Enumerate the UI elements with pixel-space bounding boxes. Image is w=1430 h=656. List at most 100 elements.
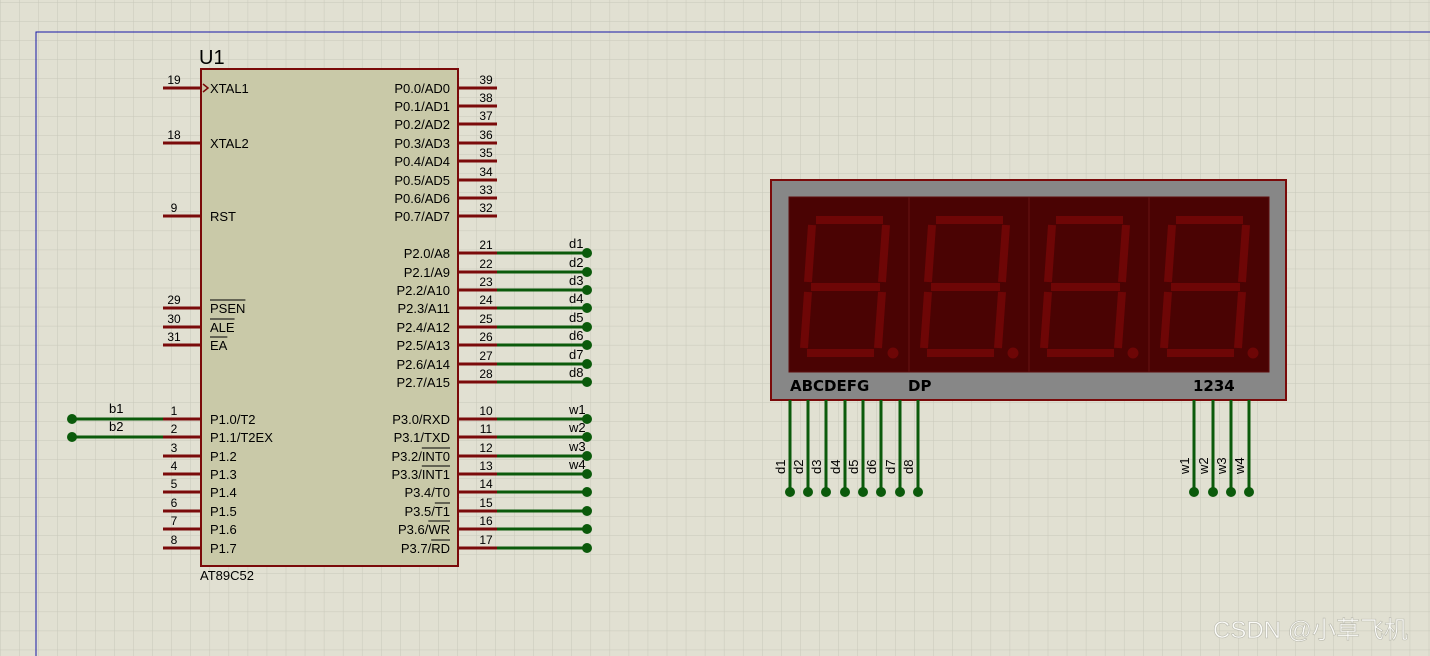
segment-pin-6[interactable]: d6 — [864, 400, 886, 497]
wire-terminal[interactable] — [876, 487, 886, 497]
wire-terminal[interactable] — [913, 487, 923, 497]
wire-terminal[interactable] — [582, 322, 592, 332]
wire-terminal[interactable] — [1189, 487, 1199, 497]
wire-terminal[interactable] — [1244, 487, 1254, 497]
wire-terminal[interactable] — [803, 487, 813, 497]
wire-terminal[interactable] — [582, 267, 592, 277]
segment-pin-1[interactable]: d1 — [773, 400, 795, 497]
net-label: d2 — [791, 460, 806, 474]
wire-terminal[interactable] — [582, 340, 592, 350]
wire-terminal[interactable] — [582, 524, 592, 534]
digit-pin-4[interactable]: w4 — [1232, 400, 1254, 497]
pin-4[interactable]: 4P1.3 — [163, 459, 237, 482]
pin-3[interactable]: 3P1.2 — [163, 441, 237, 464]
net-label: w1 — [568, 402, 586, 417]
wire-terminal[interactable] — [821, 487, 831, 497]
digit-pin-1[interactable]: w1 — [1177, 400, 1199, 497]
wire-terminal[interactable] — [582, 377, 592, 387]
wire-terminal[interactable] — [785, 487, 795, 497]
net-label: w1 — [1177, 457, 1192, 475]
wire-terminal[interactable] — [582, 303, 592, 313]
wire-terminal[interactable] — [895, 487, 905, 497]
wire-terminal[interactable] — [582, 543, 592, 553]
pin-8[interactable]: 8P1.7 — [163, 533, 237, 556]
pin-name: P3.2/INT0 — [391, 449, 450, 464]
wire-terminal[interactable] — [582, 359, 592, 369]
wire-terminal[interactable] — [582, 469, 592, 479]
u1-microcontroller[interactable]: U1 AT89C52 19XTAL118XTAL29RST29PSEN30ALE… — [67, 47, 592, 583]
digit-pin-3[interactable]: w3 — [1214, 400, 1236, 497]
digit-pin-2[interactable]: w2 — [1196, 400, 1218, 497]
segment-pin-2[interactable]: d2 — [791, 400, 813, 497]
pin-name: P1.6 — [210, 522, 237, 537]
wire-terminal[interactable] — [840, 487, 850, 497]
pin-7[interactable]: 7P1.6 — [163, 514, 237, 537]
wire-terminal[interactable] — [858, 487, 868, 497]
segment-pin-8[interactable]: d8 — [901, 400, 923, 497]
pin-name: P2.5/A13 — [397, 338, 451, 353]
wire-terminal[interactable] — [582, 506, 592, 516]
pin-name: P3.3/INT1 — [391, 467, 450, 482]
pin-number: 26 — [479, 330, 493, 344]
wire-terminal[interactable] — [582, 285, 592, 295]
wire-terminal[interactable] — [1226, 487, 1236, 497]
segment-pin-5[interactable]: d5 — [846, 400, 868, 497]
wire-terminal[interactable] — [67, 432, 77, 442]
wire-terminal[interactable] — [582, 451, 592, 461]
segment-pin-4[interactable]: d4 — [828, 400, 850, 497]
watermark: CSDN @小草飞机 — [1213, 617, 1408, 644]
segment-pin-7[interactable]: d7 — [883, 400, 905, 497]
wire-terminal[interactable] — [1208, 487, 1218, 497]
segment-dp — [1007, 347, 1019, 359]
net-label: b1 — [109, 401, 123, 416]
u1-right-pins: 39P0.0/AD038P0.1/AD137P0.2/AD236P0.3/AD3… — [391, 73, 592, 556]
wire-terminal[interactable] — [582, 248, 592, 258]
segment-pin-3[interactable]: d3 — [809, 400, 831, 497]
pin-name: P0.3/AD3 — [394, 136, 450, 151]
pin-6[interactable]: 6P1.5 — [163, 496, 237, 519]
segment-e — [800, 291, 812, 349]
wire-terminal[interactable] — [67, 414, 77, 424]
pin-number: 2 — [171, 422, 178, 436]
wire-terminal[interactable] — [582, 414, 592, 424]
wire-terminal[interactable] — [582, 432, 592, 442]
digit-pins-label: 1234 — [1193, 377, 1235, 395]
net-label: w4 — [568, 457, 586, 472]
wire-terminal[interactable] — [582, 487, 592, 497]
pin-5[interactable]: 5P1.4 — [163, 477, 237, 500]
